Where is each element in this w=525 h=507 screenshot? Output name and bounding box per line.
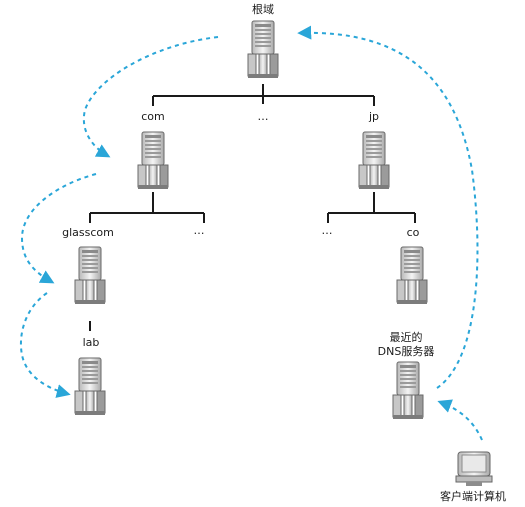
client-label: 客户端计算机 bbox=[440, 489, 506, 503]
arrow-glasscom-to-lab bbox=[20, 292, 71, 398]
local-dns-label-line2: DNS服务器 bbox=[378, 345, 435, 358]
local-dns-label-line1: 最近的 bbox=[390, 330, 423, 344]
local-dns-server-icon bbox=[392, 361, 424, 420]
arrow-local-dns-to-root bbox=[297, 25, 479, 389]
root-more-label: … bbox=[258, 110, 269, 123]
co-label: co bbox=[407, 226, 420, 239]
lab-label: lab bbox=[83, 336, 100, 349]
root-server-icon bbox=[247, 20, 279, 79]
jp-label: jp bbox=[368, 110, 379, 123]
arrow-root-to-com bbox=[82, 36, 219, 158]
glasscom-server-icon bbox=[74, 246, 106, 305]
co-server-icon bbox=[396, 246, 428, 305]
com-server-icon bbox=[137, 131, 169, 190]
query-arrows bbox=[20, 25, 483, 441]
root-label: 根域 bbox=[252, 2, 274, 16]
com-label: com bbox=[141, 110, 165, 123]
tree-connectors bbox=[89, 84, 416, 331]
jp-more-label: … bbox=[322, 224, 333, 237]
arrow-client-to-local-dns bbox=[437, 399, 483, 441]
jp-server-icon bbox=[358, 131, 390, 190]
glasscom-label: glasscom bbox=[62, 226, 114, 239]
client-computer-icon bbox=[455, 451, 493, 487]
com-more-label: … bbox=[194, 224, 205, 237]
lab-server-icon bbox=[74, 357, 106, 416]
